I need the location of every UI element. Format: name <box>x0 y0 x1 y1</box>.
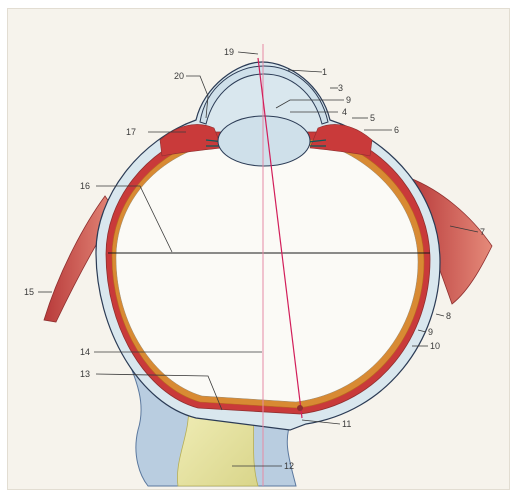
label-9b: 9 <box>428 327 433 337</box>
label-9: 9 <box>346 95 351 105</box>
label-17: 17 <box>126 127 136 137</box>
fovea-marker <box>297 405 303 411</box>
label-8: 8 <box>446 311 451 321</box>
label-15: 15 <box>24 287 34 297</box>
vitreous-body <box>116 146 418 402</box>
label-14: 14 <box>80 347 90 357</box>
label-11: 11 <box>342 419 351 429</box>
label-13: 13 <box>80 369 90 379</box>
label-20: 20 <box>174 71 184 81</box>
label-3: 3 <box>338 83 343 93</box>
lens <box>218 116 310 166</box>
label-4: 4 <box>342 107 347 117</box>
label-19: 19 <box>224 47 234 57</box>
label-10: 10 <box>430 341 440 351</box>
label-1: 1 <box>322 67 327 77</box>
label-16: 16 <box>80 181 90 191</box>
label-12: 12 <box>284 461 294 471</box>
label-5: 5 <box>370 113 375 123</box>
label-6: 6 <box>394 125 399 135</box>
label-7: 7 <box>480 227 485 237</box>
